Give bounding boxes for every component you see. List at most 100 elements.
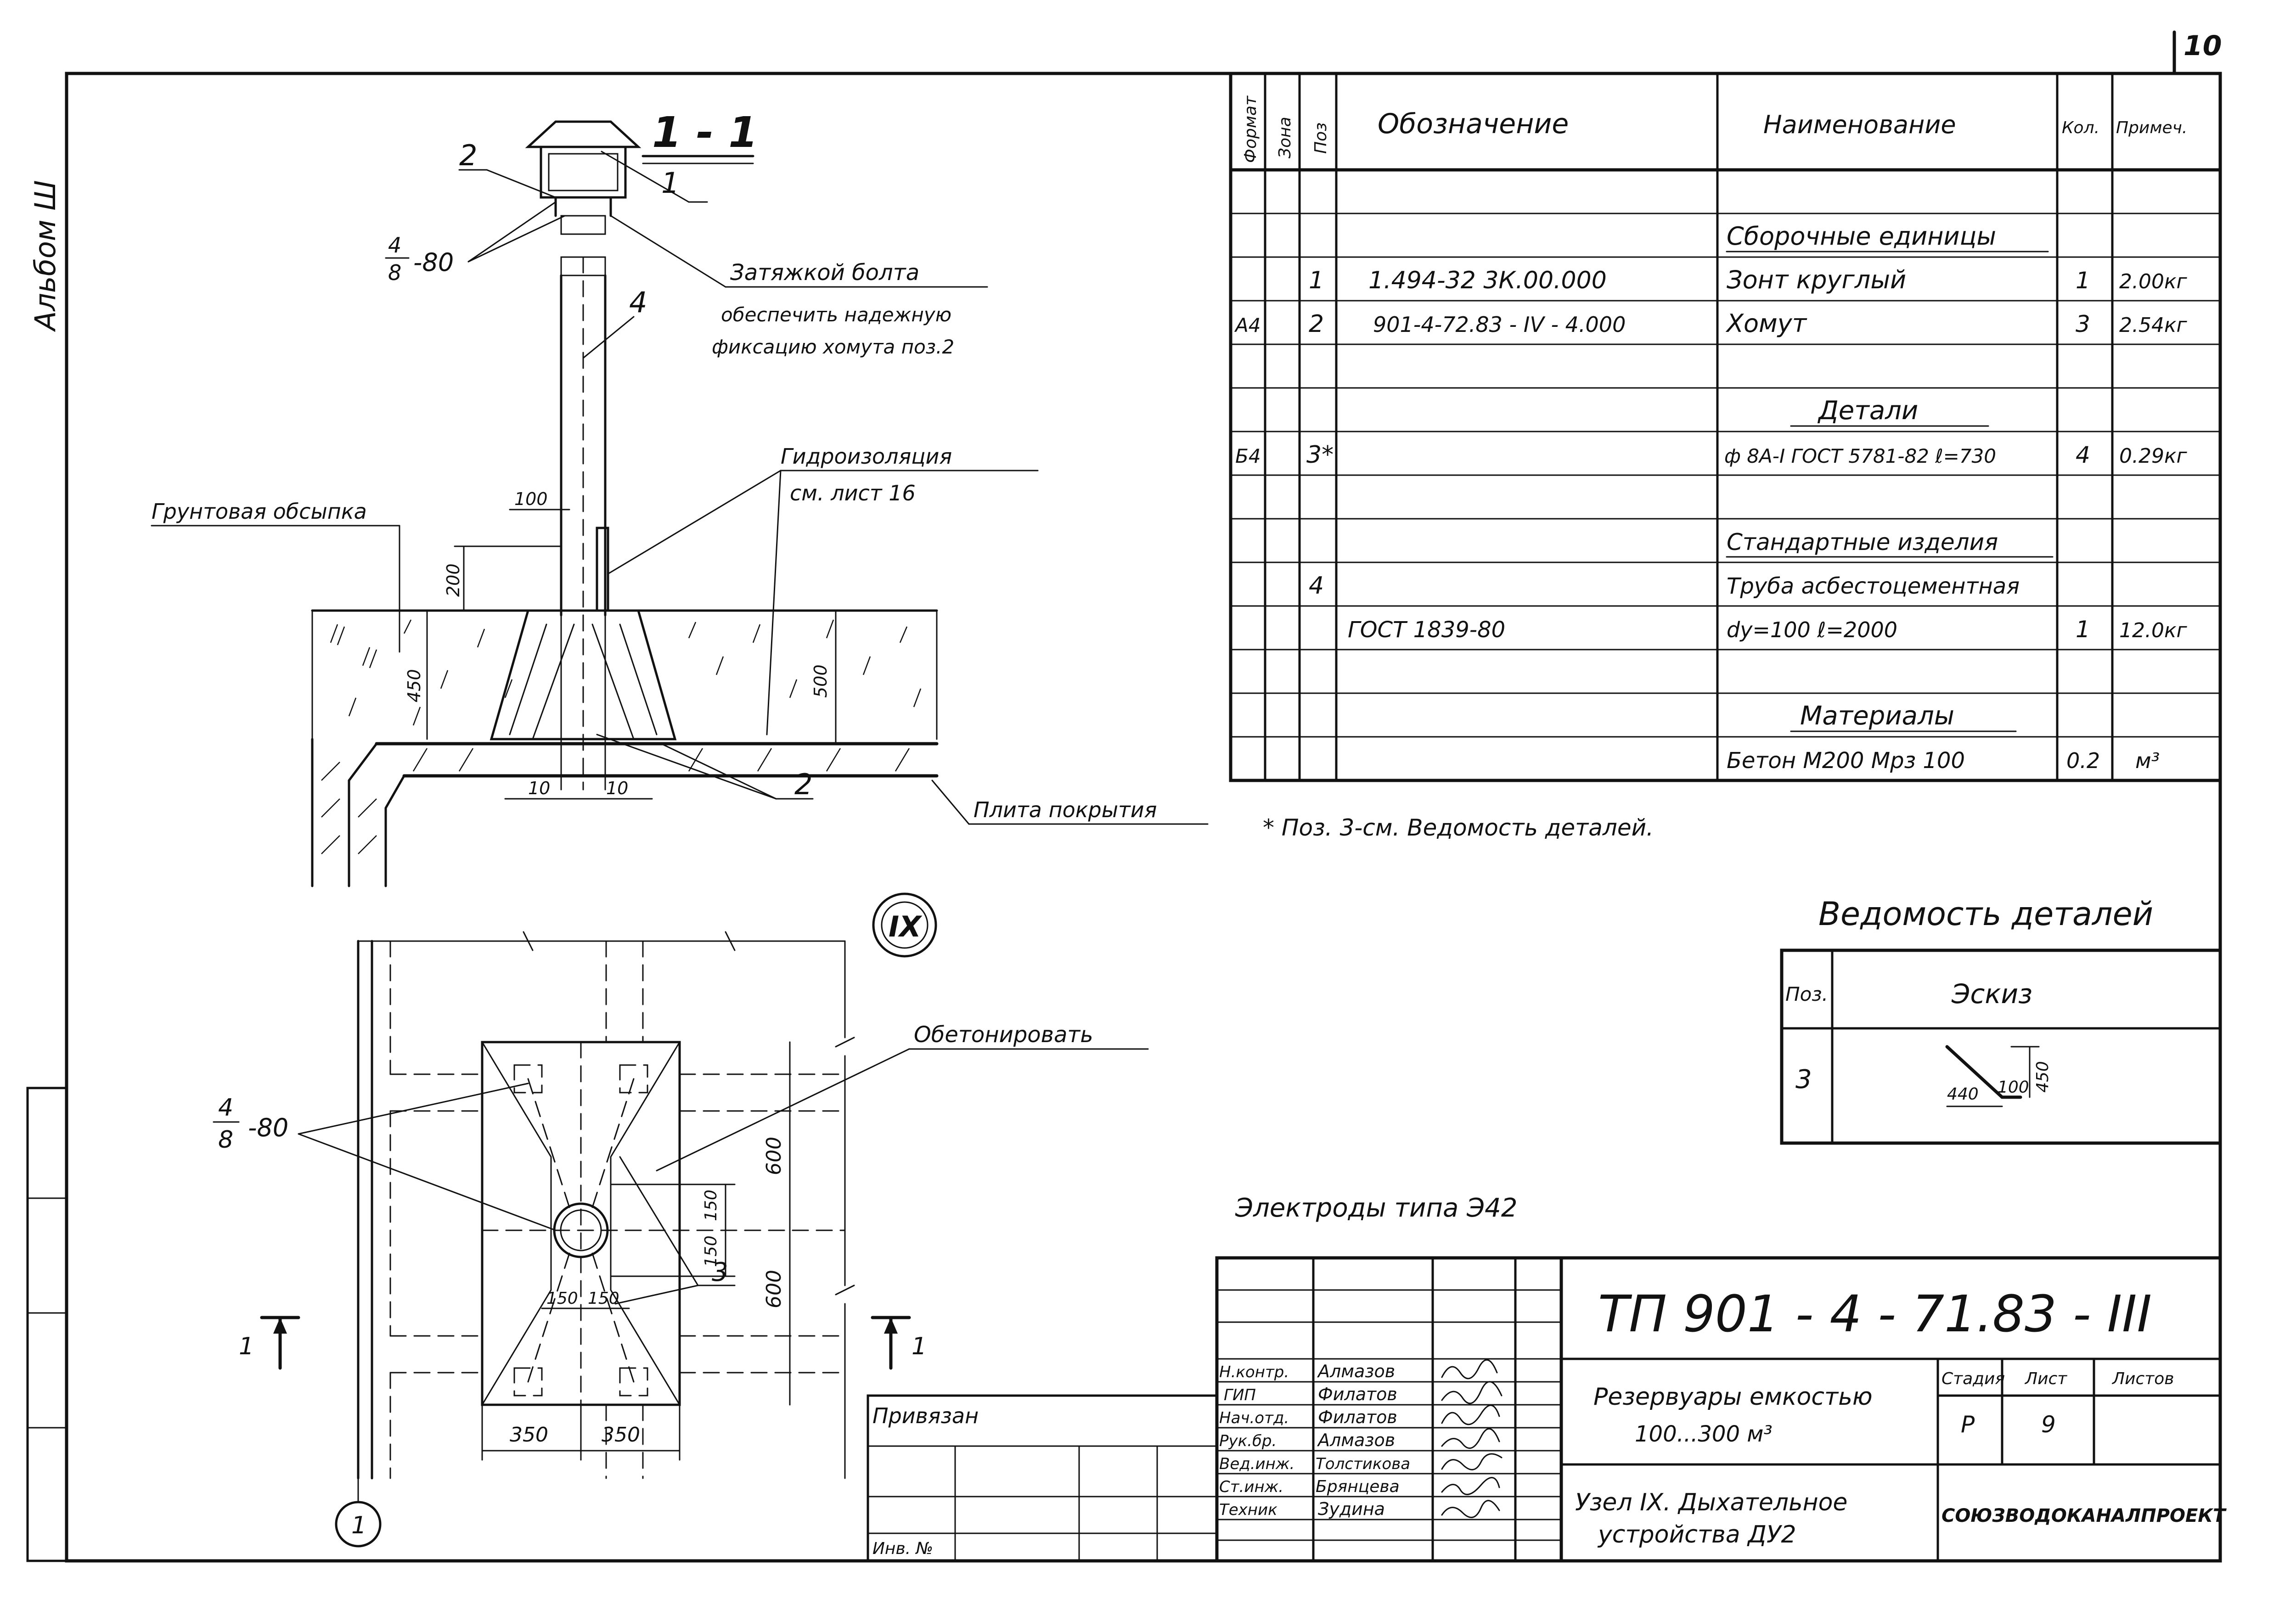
- dim-10-right: 10: [606, 778, 628, 798]
- row-qty: 1: [2076, 267, 2090, 294]
- details-row-pos: 3: [1795, 1065, 1812, 1094]
- bolt-note-3: фиксацию хомута поз.2: [712, 336, 954, 358]
- row-pos: 2: [1309, 310, 1324, 338]
- footnote: * Поз. 3-см. Ведомость деталей.: [1263, 814, 1654, 841]
- spec-table: Формат Зона Поз Обозначение Наименование…: [1229, 72, 2222, 782]
- node-ix-plan: IX: [213, 892, 1149, 1548]
- album-label: Альбом Ш: [28, 180, 62, 332]
- label-pos2: 2: [459, 139, 477, 172]
- person-name: Брянцева: [1316, 1477, 1400, 1496]
- row-pos: 3*: [1306, 441, 1334, 469]
- row-note: 0.29кг: [2119, 444, 2188, 468]
- row-pos: 4: [1309, 572, 1324, 600]
- role: Техник: [1219, 1501, 1277, 1519]
- person-name: Алмазов: [1317, 1430, 1395, 1450]
- bolt-note-2: обеспечить надежную: [721, 303, 951, 326]
- details-table: Ведомость деталей Поз. Эскиз 3 440 100 4…: [1780, 895, 2222, 1145]
- soil-label: Грунтовая обсыпка: [152, 499, 367, 524]
- row-name: Зонт круглый: [1727, 265, 1906, 294]
- header-name: Наименование: [1763, 110, 1956, 139]
- details-dim-100: 100: [1998, 1078, 2029, 1097]
- drawing-title-1: Узел IX. Дыхательное: [1575, 1489, 1847, 1516]
- header-qty: Кол.: [2062, 118, 2099, 137]
- inv-label: Инв. №: [872, 1539, 933, 1558]
- cut-label-right: 1: [912, 1333, 927, 1360]
- dim-150-d: 150: [588, 1289, 619, 1308]
- row-code: ГОСТ 1839-80: [1348, 617, 1505, 643]
- role: Н.контр.: [1219, 1363, 1289, 1381]
- header-zone: Зона: [1276, 117, 1294, 158]
- dim-10-left: 10: [528, 778, 550, 798]
- person-name: Зудина: [1318, 1499, 1385, 1519]
- hydro-ref: см. лист 16: [790, 481, 916, 505]
- dim-450: 450: [404, 669, 424, 702]
- hydro-title: Гидроизоляция: [781, 444, 952, 469]
- label-pos4: 4: [629, 286, 647, 319]
- object-line-2: 100...300 м³: [1635, 1421, 1773, 1447]
- role: Вед.инж.: [1219, 1455, 1294, 1473]
- details-title: Ведомость деталей: [1818, 895, 2153, 933]
- role: Ст.инж.: [1219, 1478, 1283, 1496]
- role: ГИП: [1224, 1386, 1256, 1404]
- label-pos2-bottom: 2: [794, 768, 812, 801]
- row-pos: 1: [1309, 267, 1324, 294]
- dim-600-top: 600: [762, 1137, 786, 1175]
- stage-value: Р: [1961, 1411, 1975, 1438]
- label-weld-top: 4: [388, 233, 401, 258]
- role: Нач.отд.: [1219, 1409, 1289, 1427]
- role: Рук.бр.: [1219, 1432, 1277, 1450]
- row-section: Сборочные единицы: [1727, 222, 1996, 251]
- soil-fill: [311, 609, 938, 740]
- sheet-label: Лист: [2024, 1369, 2067, 1388]
- slab-label: Плита покрытия: [974, 797, 1157, 822]
- sheet-value: 9: [2041, 1411, 2056, 1438]
- axis-label: 1: [351, 1512, 366, 1539]
- row-name: Бетон М200 Мрз 100: [1727, 748, 1965, 774]
- row-code: 901-4-72.83 - IV - 4.000: [1373, 312, 1626, 337]
- person-name: Филатов: [1318, 1407, 1397, 1427]
- row-section: Материалы: [1800, 701, 1954, 731]
- concrete-cone: [490, 609, 677, 740]
- drawing-code: ТП 901 - 4 - 71.83 - III: [1598, 1284, 2152, 1343]
- row-qty: 0.2: [2066, 748, 2100, 773]
- title-block: Привязан Инв. № Н.контр. Алмазов ГИП Фил…: [867, 1256, 2227, 1563]
- row-format: Б4: [1235, 445, 1261, 467]
- dim-150-a: 150: [702, 1189, 720, 1221]
- dim-100: 100: [514, 489, 548, 509]
- object-line-1: Резервуары емкостью: [1593, 1383, 1873, 1411]
- row-name: Хомут: [1725, 309, 1807, 338]
- row-qty: 1: [2076, 616, 2090, 643]
- row-note: м³: [2135, 748, 2160, 773]
- row-name: Труба асбестоцементная: [1727, 573, 2020, 599]
- rod-sketch: [1945, 1045, 2040, 1107]
- details-col-pos: Поз.: [1785, 983, 1828, 1005]
- svg-text:-80: -80: [248, 1113, 288, 1142]
- stage-label: Стадия: [1941, 1369, 2005, 1388]
- tied-label: Привязан: [872, 1403, 979, 1428]
- details-dim-450: 450: [2033, 1061, 2052, 1093]
- umbrella-cap: [525, 120, 642, 276]
- row-code: 1.494-32 3К.00.000: [1368, 267, 1607, 294]
- person-name: Толстикова: [1316, 1455, 1410, 1473]
- row-qty: 3: [2076, 311, 2090, 337]
- organization: СОЮЗВОДОКАНАЛПРОЕКТ: [1941, 1505, 2227, 1526]
- details-col-sketch: Эскиз: [1951, 978, 2032, 1010]
- svg-text:8: 8: [218, 1126, 233, 1154]
- dim-150-b: 150: [702, 1235, 720, 1267]
- svg-text:-80: -80: [413, 248, 454, 277]
- dim-350-left: 350: [510, 1423, 548, 1447]
- dim-600-bottom: 600: [762, 1270, 786, 1308]
- drawing-title-2: устройства ДУ2: [1597, 1521, 1796, 1548]
- person-name: Филатов: [1318, 1384, 1397, 1404]
- concrete-label: Обетонировать: [914, 1022, 1093, 1048]
- dim-500: 500: [810, 664, 831, 698]
- person-name: Алмазов: [1317, 1361, 1395, 1381]
- section-1-1: 1 - 1: [151, 108, 1209, 887]
- node-weld-label: 4: [218, 1094, 233, 1122]
- bolt-note-title: Затяжкой болта: [730, 260, 919, 286]
- roof-slab: [311, 738, 939, 887]
- pipe: [560, 256, 607, 791]
- node-mark: IX: [889, 910, 923, 943]
- header-note: Примеч.: [2116, 118, 2187, 137]
